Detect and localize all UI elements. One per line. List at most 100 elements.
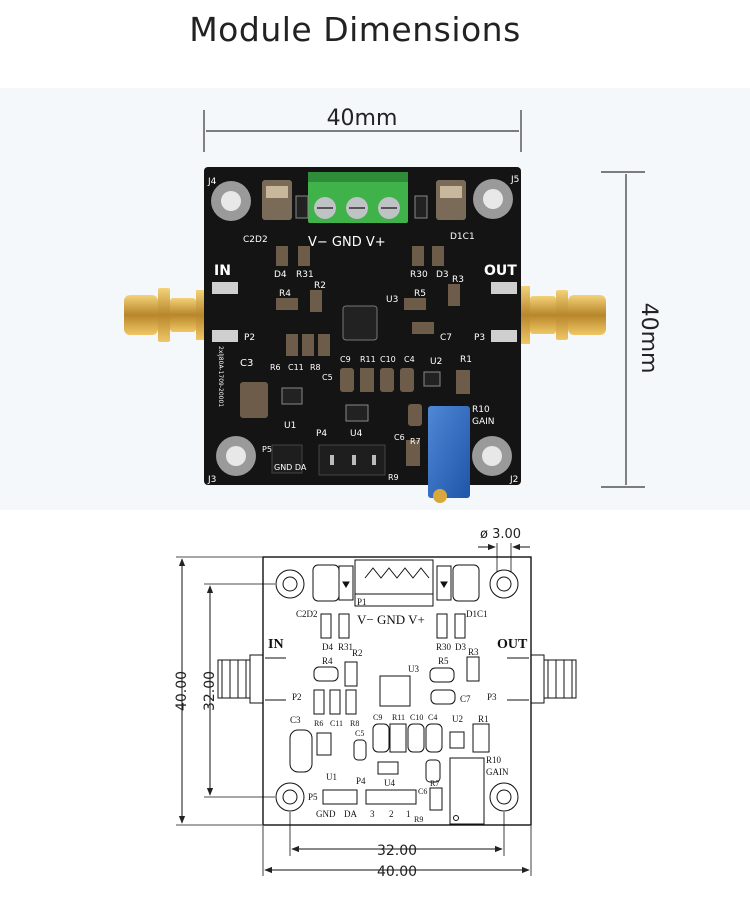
silk-R6: R6 xyxy=(270,363,281,372)
silk-D4: D4 xyxy=(274,270,287,280)
dl-R1: R1 xyxy=(478,714,489,724)
silk-R30: R30 xyxy=(410,270,428,280)
technical-drawing xyxy=(176,543,577,876)
silk-C10: C10 xyxy=(380,355,396,364)
silk-J4: J4 xyxy=(207,177,217,187)
silk-U4: U4 xyxy=(350,429,363,439)
silk-GNDDA: GND DA xyxy=(274,463,307,472)
silk-serial: 2xlJ80A-1709-20001 xyxy=(217,346,224,407)
dl-R3: R3 xyxy=(468,647,479,657)
dl-R4: R4 xyxy=(322,656,333,666)
page-title: Module Dimensions xyxy=(189,10,521,49)
dl-U4: U4 xyxy=(384,778,395,788)
dl-n3: 3 xyxy=(370,809,375,819)
dl-C2D2: C2D2 xyxy=(296,609,318,619)
silk-C2D2: C2D2 xyxy=(243,235,268,245)
dl-R11: R11 xyxy=(392,713,405,722)
dl-R31: R31 xyxy=(338,642,353,652)
drawing-labels: P1 V− GND V+ C2D2 D1C1 D4 R31 R30 D3 IN … xyxy=(268,597,528,824)
gain-potentiometer xyxy=(428,406,470,503)
dl-OUT: OUT xyxy=(497,637,528,652)
sma-in-connector xyxy=(124,288,210,342)
photo-height-dimension: 40mm xyxy=(601,171,661,488)
silk-U3: U3 xyxy=(386,295,398,305)
hole-diameter-label: ø 3.00 xyxy=(480,527,521,542)
silk-D3: D3 xyxy=(436,270,449,280)
dl-R8: R8 xyxy=(350,719,359,728)
silk-OUT: OUT xyxy=(484,263,517,279)
silk-R9: R9 xyxy=(388,473,399,482)
silk-R2: R2 xyxy=(314,281,326,291)
dl-C5: C5 xyxy=(355,729,364,738)
dl-R6: R6 xyxy=(314,719,323,728)
inner-height-label: 32.00 xyxy=(202,671,218,711)
silk-P4: P4 xyxy=(316,429,327,439)
silk-J3: J3 xyxy=(207,475,216,485)
silk-U2: U2 xyxy=(430,357,442,367)
photo-width-label: 40mm xyxy=(327,106,398,131)
silk-J5: J5 xyxy=(510,175,519,185)
outer-width-label: 40.00 xyxy=(377,864,417,880)
mounting-holes xyxy=(211,179,513,476)
silk-C4: C4 xyxy=(404,355,415,364)
silk-U1: U1 xyxy=(284,421,296,431)
pcb-photo: J4 J5 J3 J2 IN OUT V− GND V+ C2D2 D1C1 D… xyxy=(124,167,606,503)
dl-C10: C10 xyxy=(410,713,423,722)
silk-IN: IN xyxy=(214,263,231,279)
silk-P3: P3 xyxy=(474,333,485,343)
dl-C11: C11 xyxy=(330,719,343,728)
inner-width-label: 32.00 xyxy=(377,843,417,859)
dl-D4: D4 xyxy=(322,642,333,652)
silk-R7: R7 xyxy=(410,437,421,446)
dl-IN: IN xyxy=(268,637,284,652)
dl-R5: R5 xyxy=(438,656,449,666)
silk-C3: C3 xyxy=(240,358,253,369)
silk-R3: R3 xyxy=(452,275,464,285)
silk-R8: R8 xyxy=(310,363,321,372)
dl-D1C1: D1C1 xyxy=(466,609,488,619)
photo-width-dimension: 40mm xyxy=(203,106,522,152)
silk-R5: R5 xyxy=(414,289,426,299)
silk-R4: R4 xyxy=(279,289,291,299)
dl-C4: C4 xyxy=(428,713,437,722)
dl-U2: U2 xyxy=(452,714,463,724)
dl-U1: U1 xyxy=(326,772,337,782)
silk-C9: C9 xyxy=(340,355,351,364)
outer-height-label: 40.00 xyxy=(174,671,190,711)
dl-P1: P1 xyxy=(357,597,367,607)
photo-height-label: 40mm xyxy=(636,303,661,374)
sma-out-connector xyxy=(516,286,606,344)
silk-GAIN: GAIN xyxy=(472,417,495,427)
silk-power: V− GND V+ xyxy=(308,235,386,250)
silk-D1C1: D1C1 xyxy=(450,232,475,242)
silk-J2: J2 xyxy=(509,475,518,485)
silk-C6: C6 xyxy=(394,433,405,442)
dl-D3: D3 xyxy=(455,642,466,652)
dl-C6: C6 xyxy=(418,787,427,796)
silk-C5: C5 xyxy=(322,373,333,382)
dl-C7: C7 xyxy=(460,694,471,704)
dl-C3: C3 xyxy=(290,715,301,725)
dl-U3: U3 xyxy=(408,664,419,674)
dl-GND: GND xyxy=(316,809,336,819)
silk-R11: R11 xyxy=(360,355,376,364)
dl-R10: R10 xyxy=(486,755,502,765)
dl-P4: P4 xyxy=(356,776,366,786)
screw-terminal xyxy=(308,172,408,223)
dl-R30: R30 xyxy=(436,642,452,652)
silk-R10: R10 xyxy=(472,405,490,415)
silk-R1: R1 xyxy=(460,355,472,365)
silk-P5: P5 xyxy=(262,445,272,454)
dl-R7: R7 xyxy=(430,779,439,788)
dl-C9: C9 xyxy=(373,713,382,722)
dl-R9: R9 xyxy=(414,815,423,824)
dl-R2: R2 xyxy=(352,648,363,658)
dl-DA: DA xyxy=(344,809,357,819)
dl-n2: 2 xyxy=(389,809,394,819)
dl-P2: P2 xyxy=(292,692,302,702)
dl-P3: P3 xyxy=(487,692,497,702)
silk-C7: C7 xyxy=(440,333,452,343)
dl-VGND: V− GND V+ xyxy=(357,612,425,627)
silk-C11: C11 xyxy=(288,363,304,372)
